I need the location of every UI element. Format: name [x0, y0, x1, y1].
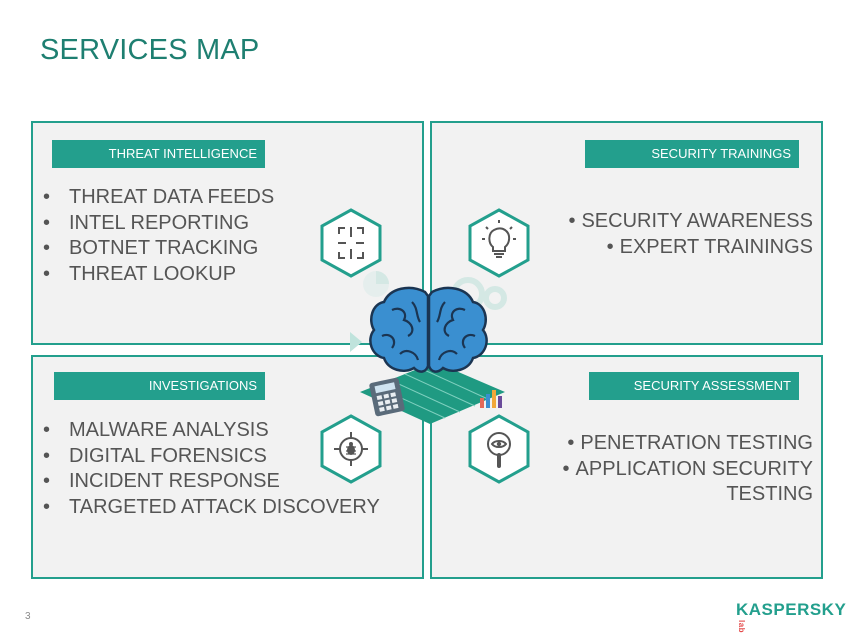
list-item: THREAT LOOKUP: [43, 262, 274, 288]
item-list: •PENETRATION TESTING •APPLICATION SECURI…: [513, 431, 813, 508]
calculator-icon: [369, 377, 405, 417]
item-list: MALWARE ANALYSIS DIGITAL FORENSICS INCID…: [43, 418, 380, 520]
bullet-dot: •: [606, 235, 614, 258]
section-header: INVESTIGATIONS: [54, 372, 265, 400]
item-list: THREAT DATA FEEDS INTEL REPORTING BOTNET…: [43, 185, 274, 287]
list-item: •EXPERT TRAININGS: [513, 235, 813, 261]
page-number: 3: [25, 611, 31, 622]
crosshair-target-icon: [320, 208, 382, 278]
brain-icon: [369, 286, 488, 373]
list-item: •APPLICATION SECURITY TESTING: [513, 457, 813, 508]
list-item-label: PENETRATION TESTING: [580, 432, 813, 454]
list-item: THREAT DATA FEEDS: [43, 185, 274, 211]
arrow-icon: [350, 332, 362, 352]
brain-illustration: [350, 271, 507, 424]
kaspersky-logo: KASPERSKYlab: [736, 600, 848, 640]
list-item: DIGITAL FORENSICS: [43, 444, 380, 470]
pie-chart-icon: [363, 271, 389, 297]
bar-chart-icon: [480, 390, 502, 408]
bullet-dot: •: [562, 457, 570, 480]
list-item-label: APPLICATION SECURITY TESTING: [575, 457, 813, 506]
list-item: •PENETRATION TESTING: [513, 431, 813, 457]
list-item: INCIDENT RESPONSE: [43, 469, 380, 495]
bullet-dot: •: [567, 432, 575, 454]
logo-text: KASPERSKY: [736, 600, 847, 619]
list-item: INTEL REPORTING: [43, 211, 274, 237]
lightbulb-icon: [468, 208, 530, 278]
section-header: SECURITY ASSESSMENT: [589, 372, 799, 400]
list-item: •SECURITY AWARENESS: [513, 209, 813, 235]
bug-target-icon: [320, 414, 382, 484]
bullet-dot: •: [568, 210, 576, 232]
section-header: SECURITY TRAININGS: [585, 140, 799, 168]
page-title: SERVICES MAP: [40, 34, 260, 66]
list-item: BOTNET TRACKING: [43, 236, 274, 262]
list-item-label: EXPERT TRAININGS: [619, 235, 813, 258]
magnifier-eye-icon: [468, 414, 530, 484]
section-header: THREAT INTELLIGENCE: [52, 140, 265, 168]
logo-sup: lab: [737, 620, 746, 634]
item-list: •SECURITY AWARENESS •EXPERT TRAININGS: [513, 209, 813, 260]
list-item: TARGETED ATTACK DISCOVERY: [43, 495, 380, 521]
list-item: MALWARE ANALYSIS: [43, 418, 380, 444]
list-item-label: SECURITY AWARENESS: [581, 210, 813, 232]
